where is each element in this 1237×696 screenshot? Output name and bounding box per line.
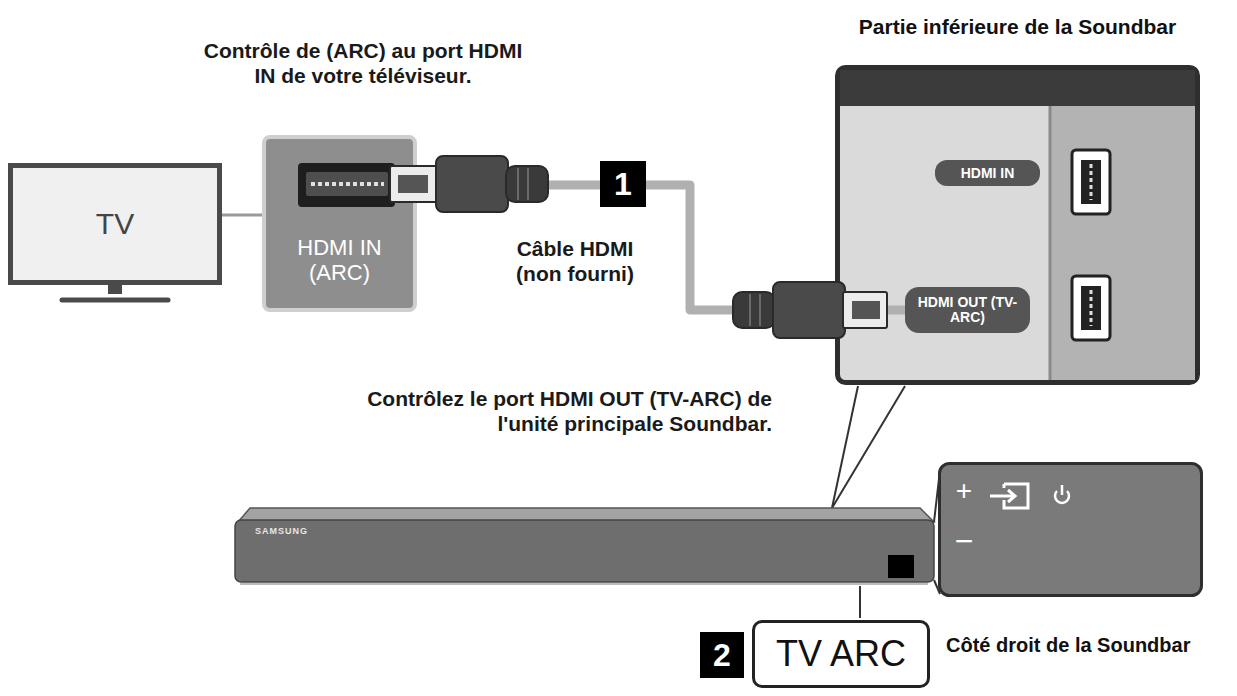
port-label: HDMI OUT (TV-ARC) (905, 287, 1030, 333)
hdmi-port (298, 163, 395, 207)
node-text: HDMI OUT (TV-ARC) (913, 295, 1022, 324)
panel-callout: Partie inférieure de la SoundbarHDMI INH… (835, 65, 1200, 385)
callout-number: 2 (700, 632, 744, 678)
soundbar (235, 508, 934, 584)
source-icon (990, 484, 1028, 508)
callout-frame (264, 137, 415, 310)
node-text: HDMI IN (ARC) (272, 235, 407, 286)
side-callout: Côté droit de la Soundbar (938, 462, 1203, 597)
hdmi-plug (390, 156, 548, 212)
hdmi-plug (733, 282, 887, 338)
tv-stand (62, 285, 168, 300)
callout-heading: Partie inférieure de la Soundbar (859, 15, 1176, 39)
brand-logo: SAMSUNG (255, 526, 345, 537)
callout-frame (940, 464, 1202, 596)
callout-number: 1 (600, 161, 646, 207)
port-label: HDMI IN (935, 160, 1040, 186)
instruction-note: Contrôle de (ARC) au port HDMI IN de vot… (198, 38, 528, 88)
power-icon (1055, 485, 1069, 503)
cable-note: Câble HDMI (non fourni) (500, 236, 650, 286)
soundbar-underside (840, 70, 1195, 380)
button-symbol: + (948, 474, 980, 508)
leader-line (222, 214, 262, 217)
node-text: TV (96, 207, 134, 242)
tv-screen: TV (8, 163, 222, 285)
tv-arc-box: TV ARC (752, 620, 930, 688)
callout-lines (860, 470, 940, 618)
port-callout: HDMI IN (ARC) (262, 135, 417, 312)
node-text: TV ARC (776, 633, 906, 674)
instruction-note: Contrôlez le port HDMI OUT (TV-ARC) de l… (320, 386, 772, 436)
button-symbol: − (948, 522, 980, 560)
callout-frame (838, 68, 1198, 383)
node-text: HDMI IN (961, 165, 1015, 181)
callout-heading: Côté droit de la Soundbar (946, 634, 1190, 657)
callout-wedge (832, 386, 905, 508)
